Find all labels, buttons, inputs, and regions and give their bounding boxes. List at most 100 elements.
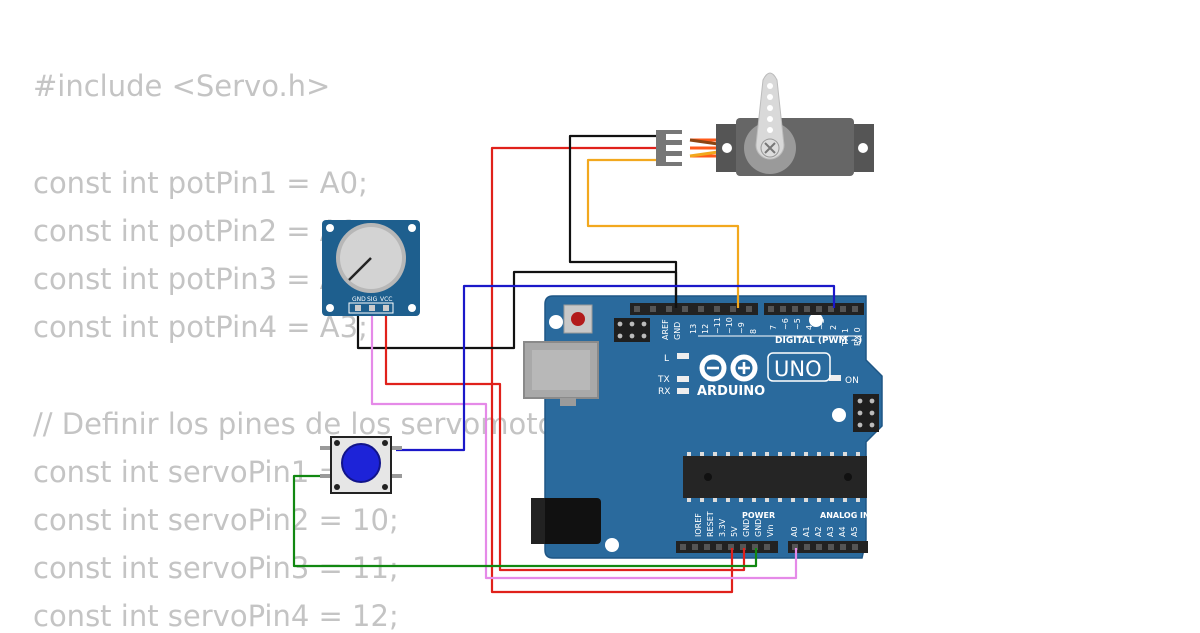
pin-label-12: 12: [701, 324, 710, 334]
pin-label-rx0: RX 0: [853, 327, 862, 346]
pin-label-a3: A3: [826, 526, 835, 537]
led-rx: [677, 388, 689, 394]
led-on: [829, 375, 841, 381]
pin-label-7: 7: [769, 325, 778, 330]
pot-pin-sig-label: SIG: [367, 296, 378, 303]
arduino-uno-board[interactable]: AREF GND 13 12 ~11 ~10 ~9 8 7 ~6 ~5 4 ~3…: [523, 295, 883, 559]
pot-mount-hole: [408, 304, 416, 312]
pot-knob-indicator: [348, 257, 372, 281]
pot-mount-hole: [408, 224, 416, 232]
code-line: #include <Servo.h>: [33, 69, 331, 103]
analog-header: [788, 541, 868, 553]
led-on-label: ON: [845, 376, 859, 386]
wire-servo-signal[interactable]: [586, 158, 740, 308]
pin-label-vin: Vin: [766, 524, 775, 537]
reset-button-cap: [571, 312, 585, 326]
pin-label-a2: A2: [814, 526, 823, 537]
wire-button-signal[interactable]: [396, 284, 836, 452]
button-leg: [390, 446, 402, 450]
mounting-hole: [832, 408, 846, 422]
wire-pot-signal[interactable]: [370, 312, 798, 580]
pin-label-10: ~10: [725, 317, 734, 334]
usb-connector-inner: [532, 350, 590, 390]
digital-header-right: [764, 303, 864, 315]
wires: [292, 134, 836, 594]
button-cap[interactable]: [341, 443, 381, 483]
power-header: [676, 541, 778, 553]
code-line: const int potPin1 = A0;: [33, 166, 368, 200]
arduino-logo-icon: [699, 354, 758, 382]
wire-pot-gnd[interactable]: [356, 270, 678, 350]
arduino-brand: ARDUINO: [697, 384, 765, 399]
pin-label-6: ~6: [781, 318, 790, 330]
led-tx-label: TX: [657, 375, 670, 385]
servo-connector-pin: [666, 134, 682, 140]
push-button[interactable]: [320, 436, 402, 494]
pin-label-4: 4: [805, 325, 814, 330]
mounting-hole: [605, 538, 619, 552]
servo-mount-hole: [858, 143, 868, 153]
mounting-hole: [809, 313, 823, 327]
button-corner: [334, 440, 340, 446]
uno-badge: [767, 352, 831, 382]
pin-label-a5: A5: [850, 526, 859, 537]
button-corner: [382, 440, 388, 446]
dc-jack: [531, 498, 601, 544]
servo-mount-hole: [722, 143, 732, 153]
pin-label-a1: A1: [802, 526, 811, 537]
pot-pin-vcc-label: VCC: [380, 296, 392, 303]
button-corner: [382, 484, 388, 490]
pin-label-gnd: GND: [673, 322, 682, 340]
pot-pin-vcc[interactable]: [383, 305, 389, 311]
pot-pin-sig[interactable]: [369, 305, 375, 311]
servo-connector-pin: [666, 156, 682, 162]
wire-button-gnd[interactable]: [292, 474, 758, 568]
pin-label-a4: A4: [838, 526, 847, 537]
pin-label-gnd2: GND: [754, 519, 763, 537]
servo-cable-brown: [689, 138, 719, 146]
icsp-header-left: [614, 318, 650, 342]
servo-cable-orange: [689, 150, 719, 158]
code-line: const int servoPin3 = 11;: [33, 551, 399, 585]
pin-label-gnd1: GND: [742, 519, 751, 537]
pin-label-11: ~11: [713, 317, 722, 334]
analog-in-label: ANALOG IN: [820, 511, 870, 520]
usb-connector-tab: [560, 398, 576, 406]
digital-pwm-label: DIGITAL (PWM ~): [775, 336, 862, 346]
led-rx-label: RX: [658, 387, 670, 397]
servo-connector-pin: [666, 145, 682, 151]
servo-horn[interactable]: [755, 72, 785, 160]
pin-label-5: ~5: [793, 318, 802, 330]
digital-header-left: [630, 303, 758, 315]
pin-label-8: 8: [749, 329, 758, 334]
pot-pin-gnd-label: GND: [352, 296, 366, 303]
pin-label-9: ~9: [737, 322, 746, 334]
pin-label-tx1: TX 1: [841, 328, 850, 347]
logo-symbols-icon: [707, 362, 750, 374]
pin-label-3: ~3: [817, 318, 826, 330]
uno-model: UNO: [774, 357, 822, 381]
code-line: const int potPin4 = A3;: [33, 310, 368, 344]
potentiometer[interactable]: GND SIG VCC: [322, 220, 420, 316]
pin-label-ioref: IOREF: [694, 513, 703, 537]
pin-label-aref: AREF: [661, 319, 670, 340]
pin-label-2: 2: [829, 325, 838, 330]
button-leg: [320, 474, 332, 478]
pin-label-5v: 5V: [730, 526, 739, 537]
pin-label-13: 13: [689, 324, 698, 334]
pot-mount-hole: [326, 304, 334, 312]
code-line: const int potPin2 = A1;: [33, 214, 368, 248]
pot-pin-gnd[interactable]: [355, 305, 361, 311]
power-label: POWER: [742, 511, 775, 520]
servo-motor[interactable]: [656, 72, 874, 176]
pot-mount-hole: [326, 224, 334, 232]
dc-jack-front: [531, 498, 545, 544]
button-leg: [390, 474, 402, 478]
code-line: const int servoPin4 = 12;: [33, 599, 399, 633]
servo-horn-holes: [767, 83, 773, 133]
pin-label-3v3: 3.3V: [718, 518, 727, 537]
led-tx: [677, 376, 689, 382]
button-leg: [320, 446, 332, 450]
